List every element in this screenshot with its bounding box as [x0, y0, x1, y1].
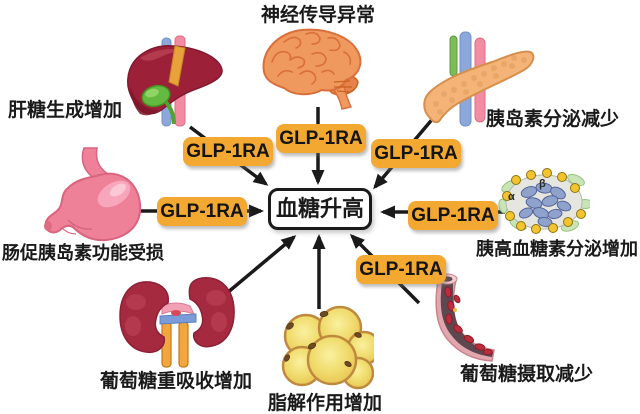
- glp1ra-box-brain: GLP-1RA: [276, 124, 366, 153]
- brain-icon: [254, 20, 368, 117]
- glp1ra-box-islet: GLP-1RA: [408, 201, 498, 230]
- glp1ra-box-liver: GLP-1RA: [183, 137, 273, 166]
- brain-label: 神经传导异常: [260, 5, 375, 26]
- islet-alpha-cell-label: α: [508, 191, 515, 203]
- stomach-icon: [40, 146, 148, 251]
- fat-label: 脂解作用增加: [268, 393, 383, 414]
- center-hyperglycemia-box: 血糖升高: [268, 188, 372, 230]
- fat-cells-icon: [278, 302, 382, 401]
- glp1ra-box-vessel: GLP-1RA: [356, 255, 446, 284]
- glp1ra-box-pancreas: GLP-1RA: [371, 139, 461, 168]
- glp1ra-box-stomach: GLP-1RA: [157, 197, 247, 226]
- liver-icon: [116, 28, 228, 133]
- stomach-label: 肠促胰岛素功能受损: [2, 243, 164, 263]
- arrow-kidney-to-center: [225, 235, 297, 295]
- liver-label: 肝糖生成增加: [8, 100, 123, 121]
- vessel-label: 葡萄糖摄取减少: [460, 364, 594, 385]
- pancreas-label: 胰岛素分泌减少: [486, 109, 620, 130]
- islet-label: 胰高血糖素分泌增加: [476, 239, 638, 259]
- islet-cells-icon: α β: [498, 164, 594, 239]
- islet-beta-cell-label: β: [539, 178, 546, 190]
- blood-vessel-icon: [428, 262, 498, 367]
- kidney-label: 葡萄糖重吸收增加: [100, 371, 253, 392]
- pancreas-icon: [420, 30, 538, 135]
- kidneys-icon: [116, 276, 236, 375]
